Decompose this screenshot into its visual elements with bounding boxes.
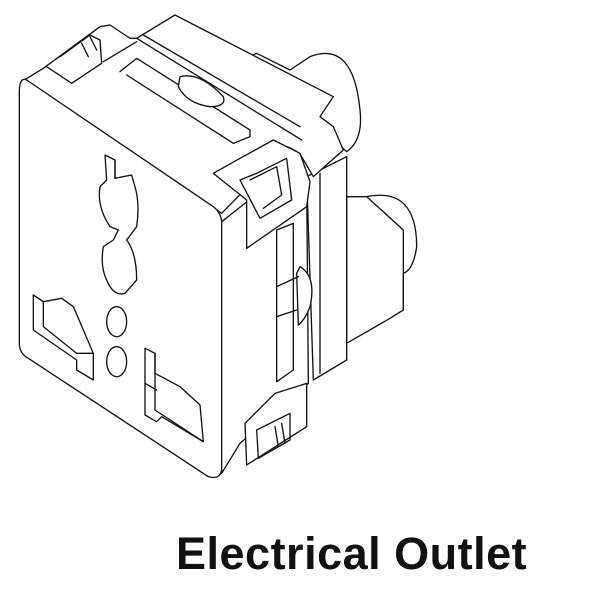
rear-housing <box>305 156 348 381</box>
front-face <box>18 78 223 479</box>
electrical-outlet-drawing <box>18 14 418 479</box>
figure-caption: Electrical Outlet <box>176 528 528 579</box>
rear-knob-lower <box>345 194 418 344</box>
universal-pin-slot <box>98 154 139 295</box>
earth-holes <box>105 305 128 378</box>
left-slot <box>32 294 94 381</box>
right-face <box>212 139 313 474</box>
right-slot <box>144 347 204 443</box>
